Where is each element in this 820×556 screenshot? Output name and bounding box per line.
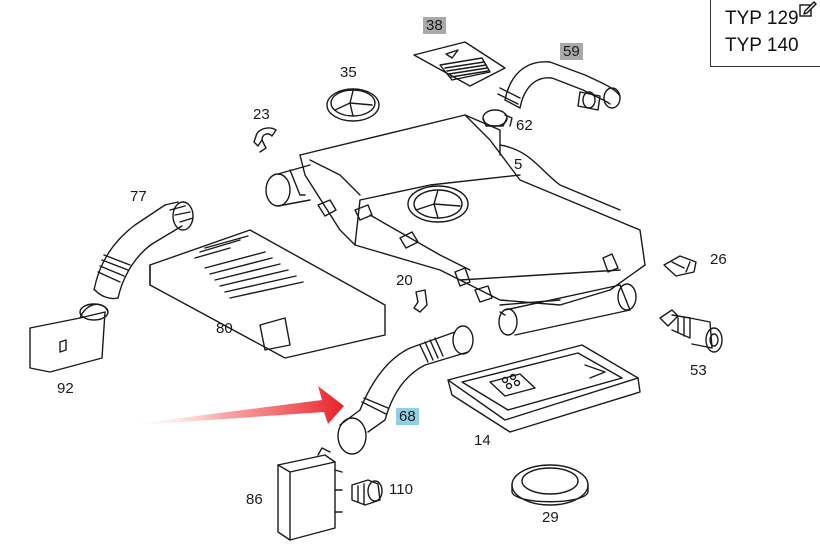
part-62-clamp — [482, 109, 513, 127]
part-label-62[interactable]: 62 — [516, 117, 533, 134]
part-14-filter-element — [447, 344, 641, 433]
part-38-label-plate — [413, 41, 506, 87]
part-label-59[interactable]: 59 — [560, 43, 583, 60]
part-label-23[interactable]: 23 — [253, 106, 270, 123]
part-label-29[interactable]: 29 — [542, 509, 559, 526]
part-label-26[interactable]: 26 — [710, 251, 727, 268]
part-label-68[interactable]: 68 — [396, 408, 419, 425]
part-77-hose — [93, 201, 194, 300]
pencil-edit-icon[interactable] — [798, 0, 818, 18]
part-68-intake-hose — [337, 325, 474, 455]
red-pointer-arrow — [125, 386, 344, 426]
part-92-air-duct — [29, 303, 109, 373]
part-35-emblem — [326, 88, 380, 122]
part-26-clip — [663, 255, 697, 277]
part-label-35[interactable]: 35 — [340, 64, 357, 81]
part-label-77[interactable]: 77 — [130, 188, 147, 205]
part-label-110[interactable]: 110 — [389, 481, 413, 498]
part-80-cover-plate — [149, 229, 386, 359]
part-23-clip — [253, 127, 277, 153]
part-label-14[interactable]: 14 — [474, 432, 491, 449]
part-110-connector — [351, 479, 383, 506]
part-20-clip — [413, 289, 428, 313]
part-label-80[interactable]: 80 — [216, 320, 233, 337]
part-label-86[interactable]: 86 — [246, 491, 263, 508]
part-label-38[interactable]: 38 — [423, 17, 446, 34]
part-5-air-filter-housing — [265, 114, 646, 336]
type-line-2: TYP 140 — [725, 35, 799, 56]
part-59-intake-hose — [497, 61, 621, 111]
part-label-92[interactable]: 92 — [57, 380, 74, 397]
part-label-20[interactable]: 20 — [396, 272, 413, 289]
part-29-seal-ring — [511, 464, 589, 506]
type-line-1: TYP 129 — [725, 8, 799, 29]
part-label-5[interactable]: 5 — [514, 156, 523, 173]
part-86-control-unit — [277, 447, 343, 541]
part-53-temperature-sensor — [659, 309, 723, 353]
part-label-53[interactable]: 53 — [690, 362, 707, 379]
